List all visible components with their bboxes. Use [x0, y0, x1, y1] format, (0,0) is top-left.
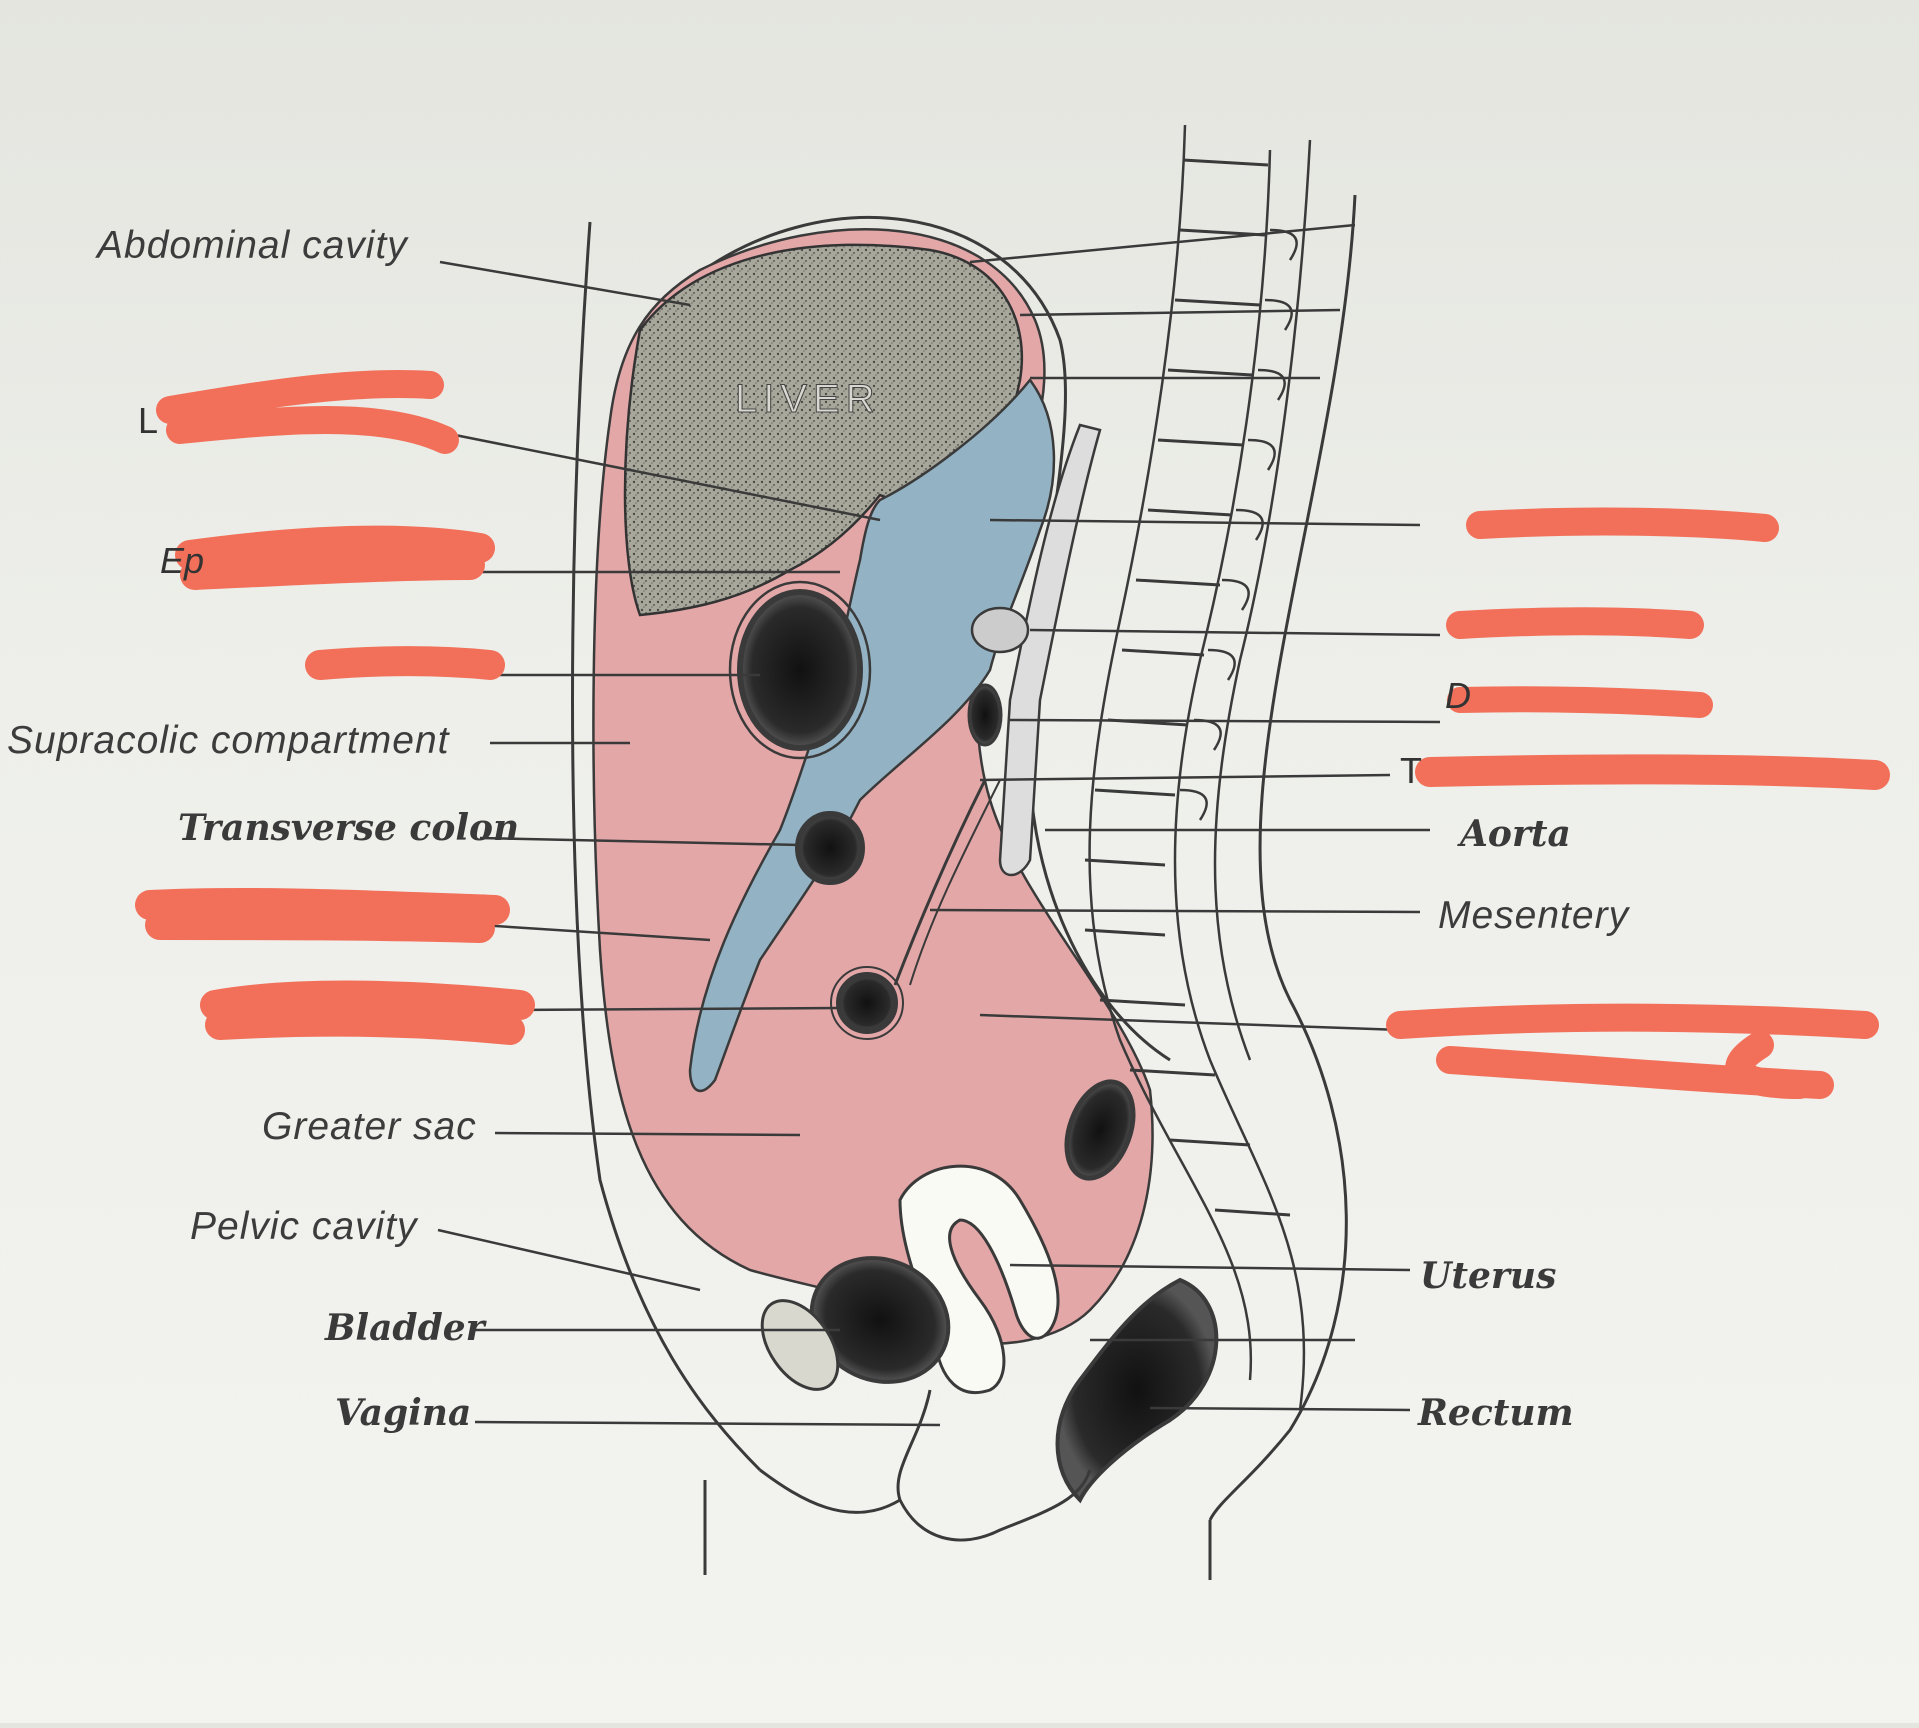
label-mesentery: Mesentery [1438, 894, 1630, 937]
fragment-l: L [138, 400, 159, 441]
fragment-t: T [1400, 750, 1422, 791]
redaction-right-4 [1415, 754, 1890, 790]
label-aorta: Aorta [1460, 813, 1571, 855]
leader-lines-left [429, 260, 941, 1427]
fragment-d: D [1445, 675, 1471, 716]
label-pelvic-cavity: Pelvic cavity [190, 1205, 418, 1248]
redaction-right-5 [1386, 1003, 1879, 1099]
body-outline [571, 194, 1357, 1580]
spinous-processes [1179, 228, 1298, 821]
pancreas [970, 606, 1030, 654]
duodenum [967, 683, 1003, 747]
label-abdominal-cavity: Abdominal cavity [97, 224, 408, 267]
stomach [737, 589, 863, 751]
label-bladder: Bladder [325, 1307, 485, 1349]
sigmoid-colon [1064, 1079, 1136, 1181]
rectum [1055, 1277, 1219, 1504]
label-vagina: Vagina [335, 1392, 472, 1434]
redaction-right-1 [1466, 507, 1779, 542]
redaction-left-1 [156, 370, 459, 454]
label-uterus: Uterus [1420, 1255, 1557, 1297]
transverse-colon [795, 811, 865, 885]
label-transverse-colon: Transverse colon [178, 807, 520, 849]
label-rectum: Rectum [1418, 1392, 1574, 1434]
fragment-ep: Ep [160, 540, 205, 581]
label-greater-sac: Greater sac [262, 1105, 477, 1148]
leader-lines-right [929, 223, 1441, 1412]
small-intestine [836, 972, 898, 1034]
redaction-left-3 [305, 646, 505, 680]
label-supracolic-compartment: Supracolic compartment [7, 719, 450, 762]
liver-label: LIVER [735, 377, 881, 421]
redaction-marks [135, 370, 1890, 1099]
redaction-right-2 [1446, 607, 1704, 639]
mesentery [893, 779, 987, 986]
vagina [896, 1389, 1092, 1542]
redaction-right-3 [1447, 686, 1713, 718]
bladder [809, 1256, 951, 1384]
redaction-left-2 [175, 525, 495, 590]
redaction-left-4 [135, 887, 510, 943]
redaction-left-5 [200, 980, 535, 1045]
